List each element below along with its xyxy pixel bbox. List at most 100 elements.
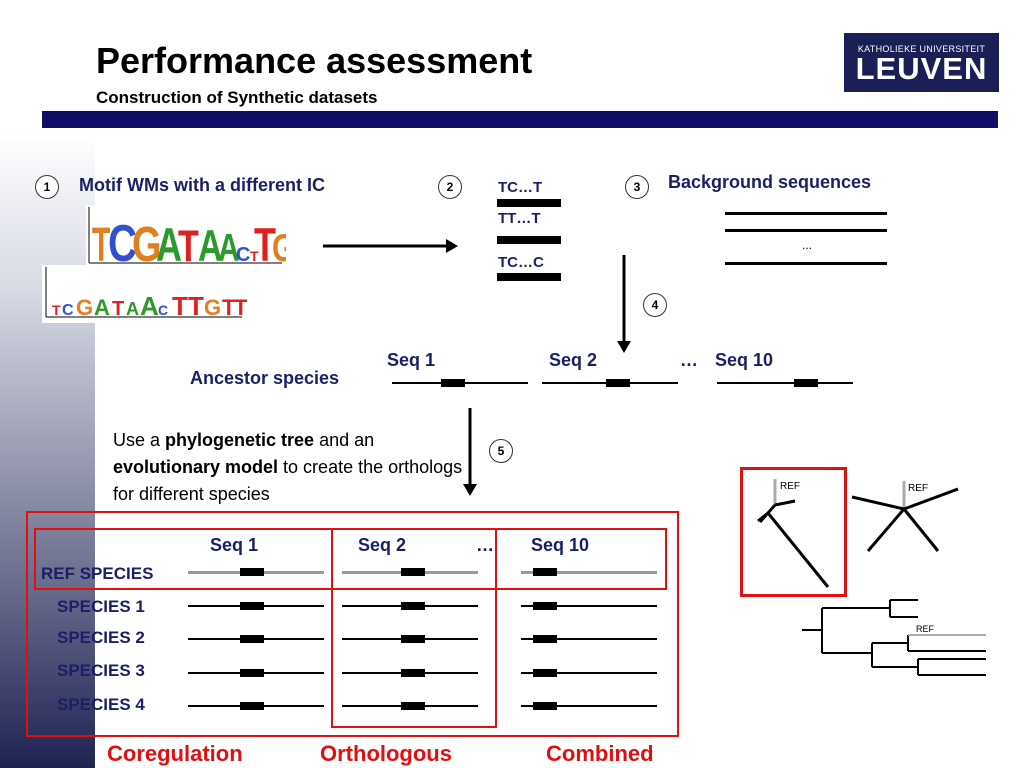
sp3-seq10-line: [521, 672, 657, 674]
sp1-seq10-site: [533, 602, 557, 610]
sp3-seq10-site: [533, 669, 557, 677]
ancestor-species-label: Ancestor species: [190, 368, 340, 388]
background-seq-1: [725, 212, 887, 215]
ancestor-seq1-site: [441, 379, 465, 387]
sp4-seq10-line: [521, 705, 657, 707]
sp1-seq10-line: [521, 605, 657, 607]
species-row-ref: REF SPECIES: [41, 564, 154, 583]
ancestor-seq1-label: Seq 1: [387, 350, 436, 370]
ancestor-ellipsis: …: [680, 350, 698, 370]
tree-diagram-2: REF: [851, 481, 959, 552]
svg-text:T: T: [222, 295, 236, 320]
step-1-badge: 1: [35, 175, 59, 199]
species-seq1-label: Seq 1: [210, 535, 259, 555]
background-seq-3: [725, 262, 887, 265]
site-3: TC…C: [498, 254, 544, 271]
site-1: TC…T: [498, 179, 543, 196]
ref-seq2-site: [401, 568, 425, 576]
ref-seq10-site: [533, 568, 557, 576]
svg-text:G: G: [272, 227, 286, 267]
motif-logo-2: T C G A T A A C T T G T T: [42, 265, 248, 323]
species-row-2: SPECIES 2: [57, 628, 145, 647]
svg-text:G: G: [76, 295, 93, 320]
sp2-seq10-site: [533, 635, 557, 643]
site-2: TT…T: [498, 210, 541, 227]
sp4-seq1-site: [240, 702, 264, 710]
svg-text:C: C: [158, 302, 168, 318]
svg-text:A: A: [126, 299, 139, 319]
svg-text:T: T: [112, 298, 124, 320]
step-1-label: Motif WMs with a different IC: [79, 175, 325, 195]
tree3-ref-label: REF: [916, 624, 935, 634]
orthologous-box: [331, 528, 497, 728]
ancestor-seq10-site: [794, 379, 818, 387]
sp4-seq2-site: [401, 702, 425, 710]
species-row-4: SPECIES 4: [57, 695, 145, 714]
ancestor-seq10-label: Seq 10: [715, 350, 774, 370]
desc-part3: to create the orthologs for different sp…: [113, 457, 463, 504]
site-3-bar: [497, 273, 561, 281]
step-4-badge: 4: [643, 293, 667, 317]
svg-text:G: G: [132, 217, 162, 267]
svg-text:A: A: [198, 222, 223, 267]
sp2-seq2-site: [401, 635, 425, 643]
species-seq2-label: Seq 2: [358, 535, 407, 555]
svg-text:A: A: [140, 291, 159, 321]
label-orthologous: Orthologous: [320, 741, 452, 766]
svg-text:C: C: [62, 302, 74, 319]
tree-diagram-1: REF: [740, 467, 847, 597]
ref-seq10-line: [521, 571, 657, 574]
svg-text:T: T: [254, 218, 276, 267]
svg-text:T: T: [178, 222, 199, 267]
step-3-badge: 3: [625, 175, 649, 199]
background-seq-2: [725, 229, 887, 232]
svg-text:G: G: [204, 295, 221, 320]
tree1-ref-label: REF: [780, 481, 800, 492]
desc-bold1: phylogenetic tree: [165, 430, 315, 450]
background-ellipsis: ...: [802, 238, 813, 252]
page-title: Performance assessment: [96, 40, 533, 81]
label-coregulation: Coregulation: [107, 741, 243, 766]
ancestor-seq2-site: [606, 379, 630, 387]
university-logo: KATHOLIEKE UNIVERSITEIT LEUVEN: [844, 33, 999, 92]
species-ellipsis: …: [476, 535, 494, 555]
sp2-seq1-site: [240, 635, 264, 643]
ref-seq1-site: [240, 568, 264, 576]
sp1-seq1-site: [240, 602, 264, 610]
arrow-right: [323, 239, 458, 253]
sp3-seq2-site: [401, 669, 425, 677]
svg-text:T: T: [250, 248, 259, 264]
species-seq10-label: Seq 10: [531, 535, 590, 555]
species-row-3: SPECIES 3: [57, 661, 145, 680]
description-text: Use a phylogenetic tree and an evolution…: [113, 427, 473, 508]
ancestor-seq10-line: [717, 382, 853, 384]
step-2-badge: 2: [438, 175, 462, 199]
label-combined: Combined: [546, 741, 654, 766]
sp4-seq10-site: [533, 702, 557, 710]
site-1-bar: [497, 199, 561, 207]
svg-text:A: A: [156, 218, 182, 267]
tree2-ref-label: REF: [908, 483, 928, 494]
arrow-down-5: [463, 408, 477, 496]
combined-box: [26, 511, 679, 737]
desc-bold2: evolutionary model: [113, 457, 279, 477]
motif-logo-1: T C G A T A A C T T G: [86, 205, 295, 272]
svg-text:T: T: [172, 291, 188, 321]
page-subtitle: Construction of Synthetic datasets: [96, 88, 378, 107]
logo-line1: KATHOLIEKE UNIVERSITEIT: [857, 44, 986, 54]
svg-text:T: T: [52, 302, 61, 318]
svg-text:C: C: [236, 244, 250, 266]
header-bar: [42, 111, 998, 128]
side-gradient: [0, 132, 95, 768]
step-3-label: Background sequences: [668, 172, 872, 192]
sp2-seq10-line: [521, 638, 657, 640]
arrow-down-4: [617, 255, 631, 353]
species-row-1: SPECIES 1: [57, 597, 145, 616]
logo-line2: LEUVEN: [855, 51, 988, 86]
step-5-badge: 5: [489, 439, 513, 463]
desc-part2: and an: [314, 430, 375, 450]
site-2-bar: [497, 236, 561, 244]
desc-part1: Use a: [113, 430, 166, 450]
svg-text:A: A: [94, 295, 110, 320]
svg-text:T: T: [92, 219, 111, 267]
